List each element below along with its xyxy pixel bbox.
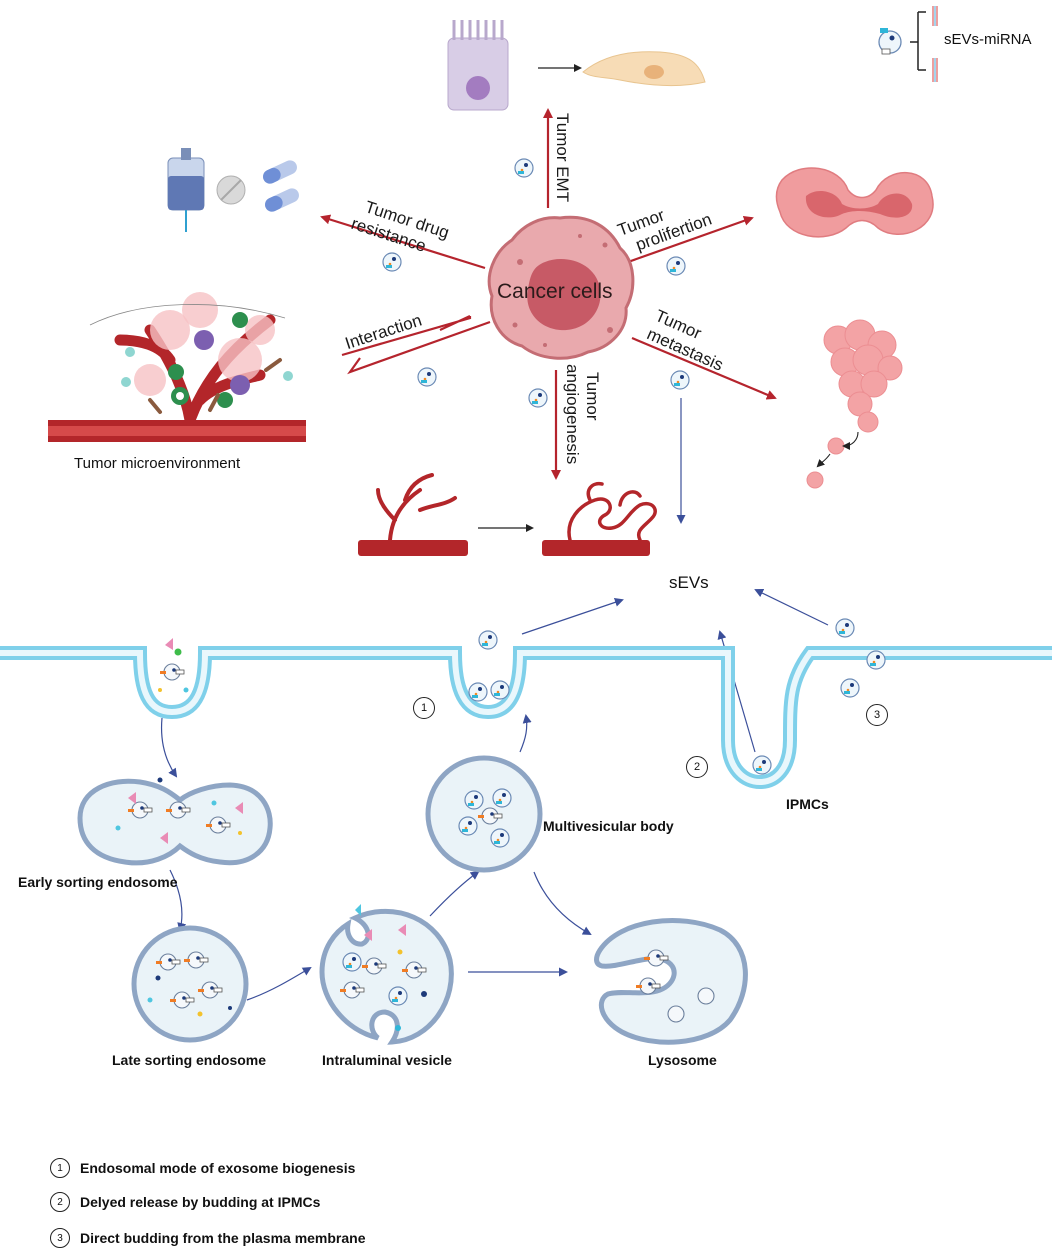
intraluminal-vesicle-label: Intraluminal vesicle: [322, 1052, 452, 1068]
legend-item-1: 1 Endosomal mode of exosome biogenesis: [50, 1158, 355, 1178]
legend-text: Delyed release by budding at IPMCs: [80, 1194, 321, 1210]
ilv-arrow: [246, 966, 312, 1001]
sev-icon: [417, 367, 437, 387]
sevs-arrow-left: [521, 597, 624, 635]
marker-2: 2: [686, 756, 708, 778]
budding-evs: [468, 630, 510, 702]
cancer-cells-label: Cancer cells: [497, 280, 613, 303]
sev-icon: [514, 158, 534, 178]
angiogenesis-line-2: angiogenesis: [563, 364, 583, 465]
legend-number: 1: [50, 1158, 70, 1178]
tumor-angiogenesis-label: Tumor angiogenesis: [563, 364, 602, 464]
sevs-arrow-right: [754, 589, 829, 626]
metastasis-detach-arrow: [842, 431, 859, 450]
interaction-arrow-out: [341, 315, 472, 357]
early-sorting-endosome-icon: [77, 777, 273, 866]
ipmcs-label: IPMCs: [786, 796, 829, 812]
lysosome-label: Lysosome: [648, 1052, 717, 1068]
ipmc-evs: [752, 618, 886, 775]
early-sorting-endosome-label: Early sorting endosome: [18, 874, 178, 890]
multivesicular-body-label: Multivesicular body: [543, 818, 674, 834]
metastasis-spread-arrow: [816, 453, 831, 468]
intraluminal-vesicle-icon: [319, 904, 454, 1045]
angiogenic-vessel-icon: [542, 481, 657, 556]
iv-bag-icon: [167, 148, 205, 232]
metastasis-arrow: [631, 336, 777, 400]
legend-text: Direct budding from the plasma membrane: [80, 1230, 366, 1246]
interaction-arrow-in: [347, 320, 491, 375]
pill-tablet-icon: [216, 175, 246, 205]
mesenchymal-cell-icon: [582, 51, 706, 87]
legend-number: 3: [50, 1228, 70, 1248]
multivesicular-body-icon: [425, 755, 543, 873]
sevs-mirna-icon: [878, 6, 938, 82]
mvb-arrow: [429, 870, 480, 917]
legend-number: 2: [50, 1192, 70, 1212]
tumor-microenvironment-icon: [48, 292, 306, 442]
drug-resistance-arrow: [320, 214, 486, 270]
legend-item-3: 3 Direct budding from the plasma membran…: [50, 1228, 366, 1248]
lysosome-icon: [594, 918, 748, 1045]
cancer-cell-icon: [487, 215, 635, 360]
sev-icon: [382, 252, 402, 272]
epithelial-cell-icon: [447, 20, 509, 111]
exocytosis-arrow: [519, 714, 532, 753]
capsule-icon: [263, 160, 299, 212]
proliferation-arrow: [627, 215, 754, 264]
angiogenesis-line-1: Tumor: [583, 372, 602, 421]
late-sorting-endosome-icon: [131, 925, 249, 1043]
sevs-mirna-label: sEVs-miRNA: [944, 31, 1032, 48]
endocytosis-cargo: [158, 638, 189, 693]
tumor-microenvironment-label: Tumor microenvironment: [74, 455, 241, 472]
tumor-emt-label: Tumor EMT: [553, 113, 572, 203]
marker-3: 3: [866, 704, 888, 726]
legend-text: Endosomal mode of exosome biogenesis: [80, 1160, 356, 1176]
early-endosome-arrow: [160, 717, 178, 778]
plasma-membrane: [0, 646, 1052, 790]
legend-item-2: 2 Delyed release by budding at IPMCs: [50, 1192, 320, 1212]
late-endosome-arrow: [169, 869, 187, 932]
dividing-cell-icon: [775, 167, 934, 238]
sev-icon: [670, 370, 690, 390]
metastatic-cluster-icon: [806, 319, 903, 489]
late-sorting-endosome-label: Late sorting endosome: [112, 1052, 267, 1068]
lysosome-arrow-from-mvb: [533, 871, 592, 935]
sevs-label: sEVs: [669, 573, 709, 592]
blood-vessel-icon: [358, 473, 468, 556]
sev-icon: [666, 256, 686, 276]
sev-icon: [528, 388, 548, 408]
marker-1: 1: [413, 697, 435, 719]
